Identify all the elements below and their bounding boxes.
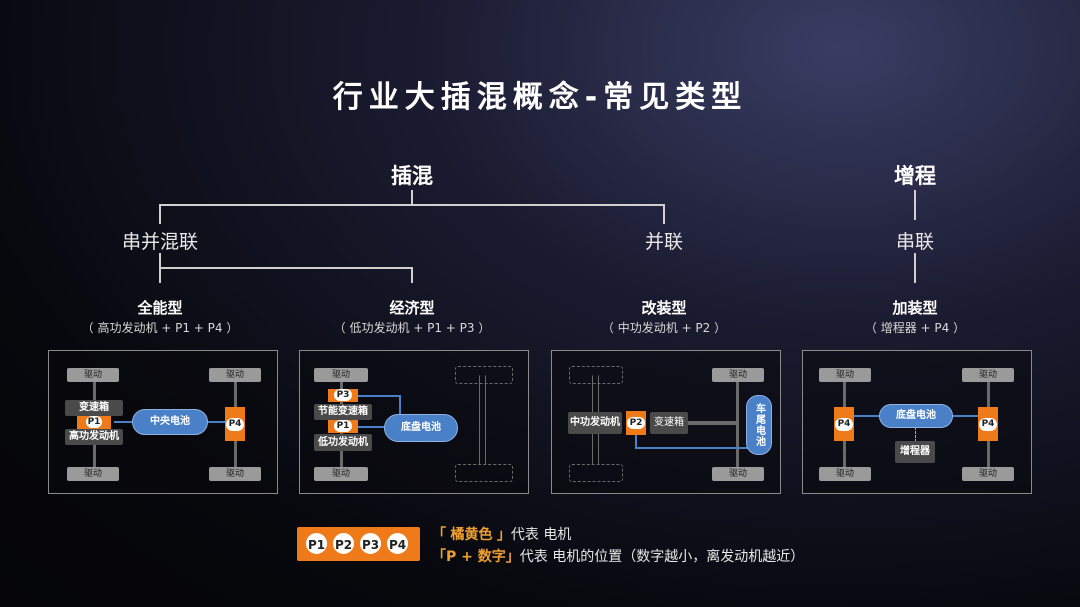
diagram-panel-modified: 驱动 驱动 中功发动机 P2 变速箱 车尾电池 — [551, 350, 781, 494]
wheel-front-left: 驱动 — [67, 368, 119, 382]
type-desc-2: （ 低功发动机 + P1 + P3 ） — [333, 321, 491, 335]
phev-heading: 插混 — [391, 164, 433, 188]
wheel-front-right: 驱动 — [314, 467, 368, 481]
p4-front-motor: P4 — [834, 407, 854, 441]
wheel-front-left: 驱动 — [819, 368, 871, 382]
tree-line — [411, 190, 413, 205]
legend-bracket: 「 — [432, 549, 446, 565]
wheel-rear-left: 驱动 — [962, 368, 1014, 382]
p4-motor: P4 — [225, 407, 245, 441]
series-label: 串联 — [895, 231, 934, 253]
page-title: 行业大插混概念-常见类型 — [332, 80, 748, 115]
battery-pill: 底盘电池 — [879, 404, 953, 428]
engine-box: 低功发动机 — [314, 434, 372, 451]
tree-line — [159, 267, 413, 269]
legend-motor-swatch: P1 P2 P3 P4 — [297, 527, 420, 561]
wheel-front-right: 驱动 — [819, 467, 871, 481]
legend-bracket: 「 — [432, 527, 446, 543]
diagram-panel-full: 驱动 驱动 驱动 驱动 变速箱 P1 高功发动机 中央电池 P4 — [48, 350, 278, 494]
p2-badge: P2 — [627, 417, 645, 429]
wire — [951, 415, 979, 417]
battery-pill: 底盘电池 — [384, 414, 458, 442]
legend-bracket: 」 — [505, 549, 520, 565]
wheel-rear-left-empty — [455, 366, 513, 384]
p1-motor: P1 — [328, 420, 358, 433]
wire-dashed — [915, 427, 916, 442]
wheel-rear-left: 驱动 — [209, 368, 261, 382]
wheel-front-left-empty — [569, 366, 623, 384]
p4-badge: P4 — [979, 418, 997, 431]
p2-motor: P2 — [626, 411, 646, 435]
type-name-4: 加装型 — [892, 299, 938, 317]
diagram-panel-economy: 驱动 驱动 P3 节能变速箱 P1 低功发动机 底盘电池 — [299, 350, 529, 494]
type-desc-1: （ 高功发动机 + P1 + P4 ） — [81, 321, 239, 335]
p4-badge: P4 — [835, 418, 853, 431]
tree-line — [159, 204, 665, 206]
tree-line — [411, 267, 413, 283]
type-desc-3: （ 中功发动机 + P2 ） — [601, 321, 727, 335]
legend-line-color: 「 橘黄色 」代表 电机 — [432, 524, 832, 544]
series-parallel-label: 串并混联 — [121, 231, 198, 253]
wheel-front-right-empty — [569, 464, 623, 482]
type-name-2: 经济型 — [389, 299, 435, 317]
rear-axle-dash — [479, 375, 480, 465]
tree-line — [663, 204, 665, 224]
legend-line1-rest: 代表 电机 — [510, 527, 572, 543]
tree-line — [159, 204, 161, 224]
legend-bracket: 」 — [496, 527, 511, 543]
legend-line2-rest: 代表 电机的位置（数字越小，离发动机越近） — [519, 549, 805, 565]
legend-orange-term: 橘黄色 — [450, 527, 493, 543]
range-extender-box: 增程器 — [895, 441, 935, 463]
p4-rear-motor: P4 — [978, 407, 998, 441]
erev-heading: 增程 — [894, 164, 936, 188]
type-name-3: 改装型 — [641, 299, 687, 317]
engine-box: 高功发动机 — [65, 429, 123, 445]
rear-axle-dash — [485, 375, 486, 465]
wheel-front-left: 驱动 — [314, 368, 368, 382]
engine-box: 中功发动机 — [568, 412, 622, 434]
wheel-rear-right: 驱动 — [712, 467, 764, 481]
p3-badge: P3 — [334, 389, 352, 401]
p1-motor: P1 — [77, 416, 111, 429]
tree-line — [914, 190, 916, 220]
p1-badge: P1 — [334, 420, 352, 432]
legend-p-number-term: P + 数字 — [446, 549, 506, 565]
gearbox-box: 变速箱 — [65, 400, 123, 416]
gearbox-box: 变速箱 — [650, 412, 688, 434]
diagram-panel-addon: 驱动 驱动 驱动 驱动 P4 P4 底盘电池 增程器 — [802, 350, 1032, 494]
tree-line — [914, 253, 916, 283]
legend-badge-p4: P4 — [387, 533, 408, 554]
wheel-rear-left: 驱动 — [712, 368, 764, 382]
wheel-front-right: 驱动 — [67, 467, 119, 481]
legend-line-position: 「P + 数字」代表 电机的位置（数字越小，离发动机越近） — [432, 546, 852, 566]
legend-badge-p3: P3 — [360, 533, 381, 554]
wheel-rear-right: 驱动 — [209, 467, 261, 481]
p4-badge: P4 — [226, 418, 244, 431]
type-desc-4: （ 增程器 + P4 ） — [864, 321, 966, 335]
p1-badge: P1 — [86, 416, 102, 428]
p3-motor: P3 — [328, 389, 358, 402]
legend-badge-p2: P2 — [333, 533, 354, 554]
drive-shaft — [686, 421, 738, 425]
gearbox-box: 节能变速箱 — [314, 404, 372, 420]
type-name-1: 全能型 — [137, 299, 183, 317]
wire — [853, 415, 883, 417]
wheel-rear-right: 驱动 — [962, 467, 1014, 481]
wheel-rear-right-empty — [455, 464, 513, 482]
battery-pill: 车尾电池 — [746, 395, 772, 455]
parallel-label: 并联 — [644, 231, 683, 253]
wire — [204, 421, 226, 423]
battery-pill: 中央电池 — [132, 409, 208, 435]
legend-badge-p1: P1 — [306, 533, 327, 554]
